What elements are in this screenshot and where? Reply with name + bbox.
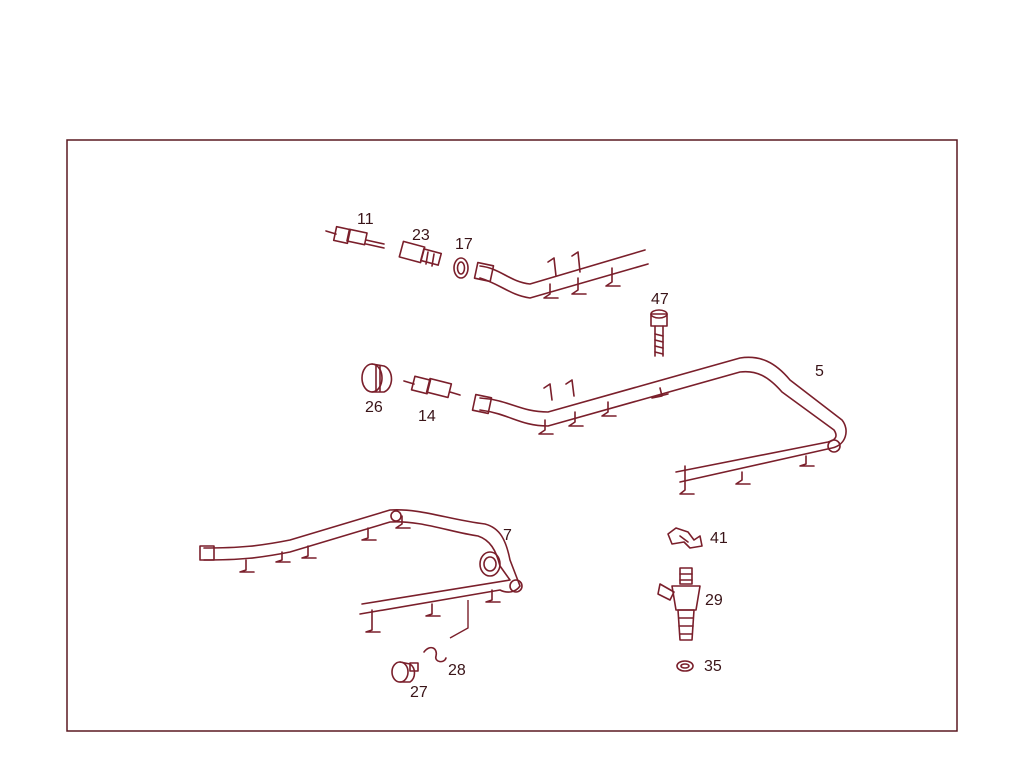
part-47-bolt[interactable] bbox=[650, 309, 668, 357]
part-29-injector[interactable] bbox=[657, 567, 701, 641]
label-5: 5 bbox=[815, 363, 824, 380]
part-17-seal[interactable] bbox=[453, 257, 469, 279]
label-17: 17 bbox=[455, 236, 473, 253]
part-28-spring-clip[interactable] bbox=[423, 646, 447, 663]
label-26: 26 bbox=[365, 399, 383, 416]
part-7-fuel-rail[interactable] bbox=[199, 508, 523, 633]
label-41: 41 bbox=[710, 530, 728, 547]
diagram-frame bbox=[66, 139, 958, 732]
part-27-cap[interactable] bbox=[391, 661, 419, 683]
label-29: 29 bbox=[705, 592, 723, 609]
part-35-oring[interactable] bbox=[676, 660, 694, 672]
part-23-fitting[interactable] bbox=[398, 240, 443, 267]
leader-line-28 bbox=[449, 600, 469, 639]
label-28: 28 bbox=[448, 662, 466, 679]
label-11: 11 bbox=[357, 211, 374, 228]
label-23: 23 bbox=[412, 227, 430, 244]
part-11-valve[interactable] bbox=[325, 225, 385, 249]
label-27: 27 bbox=[410, 684, 428, 701]
label-47: 47 bbox=[651, 291, 669, 308]
part-5-fuel-rail[interactable] bbox=[471, 356, 847, 495]
label-7: 7 bbox=[503, 527, 512, 544]
upper-fuel-rail[interactable] bbox=[473, 249, 649, 299]
part-41-clip[interactable] bbox=[667, 527, 703, 549]
part-26-cap[interactable] bbox=[361, 363, 393, 393]
label-14: 14 bbox=[418, 408, 436, 425]
part-14-valve[interactable] bbox=[403, 375, 461, 399]
label-35: 35 bbox=[704, 658, 722, 675]
